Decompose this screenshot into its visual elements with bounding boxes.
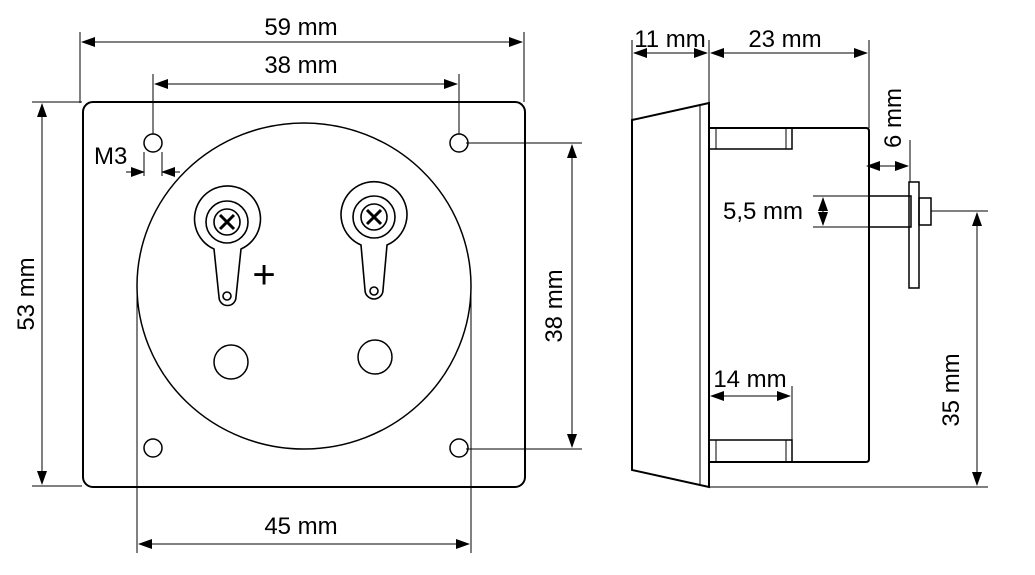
side-body	[709, 127, 870, 463]
side-stud-upper	[708, 127, 793, 150]
dim-width-59: 59 mm	[264, 14, 337, 41]
mounting-hole-bottom-left	[143, 438, 163, 458]
dim-body-diameter-45: 45 mm	[264, 513, 337, 540]
dim-stud-length-14: 14 mm	[713, 366, 786, 393]
dim-terminal-diameter-5-5: 5,5 mm	[723, 198, 803, 225]
front-panel-plate	[82, 101, 526, 488]
mounting-hole-top-right	[449, 133, 469, 153]
side-stud-lower	[708, 439, 793, 463]
side-view-dimensions: 11 mm 23 mm 6 mm 5,5 mm 14 mm 35 mm	[631, 26, 988, 488]
dim-mount-spacing-vertical-38: 38 mm	[541, 269, 568, 342]
dim-mount-spacing-horizontal-38: 38 mm	[264, 52, 337, 79]
front-view-dimensions: 59 mm 38 mm M3 53 mm 38 mm 45 mm	[13, 14, 582, 553]
terminal-lug-left	[193, 185, 262, 307]
plus-polarity-label: +	[252, 253, 275, 297]
stud-right-icon	[357, 339, 393, 375]
dim-terminal-height-35: 35 mm	[938, 353, 965, 426]
meter-body-circle	[136, 122, 472, 450]
mounting-hole-top-left	[143, 133, 163, 153]
dim-body-depth-23: 23 mm	[748, 26, 821, 53]
side-view	[631, 101, 932, 489]
dim-height-53: 53 mm	[13, 257, 40, 330]
front-view: +	[82, 101, 526, 488]
side-bezel	[631, 101, 710, 489]
terminal-lug-right	[340, 180, 408, 300]
dim-bezel-depth-11: 11 mm	[634, 26, 706, 53]
dim-thread-m3: M3	[94, 143, 127, 170]
dim-terminal-length-6: 6 mm	[880, 88, 907, 148]
side-terminal	[868, 181, 932, 289]
mounting-hole-bottom-right	[449, 438, 469, 458]
stud-left-icon	[213, 344, 249, 380]
